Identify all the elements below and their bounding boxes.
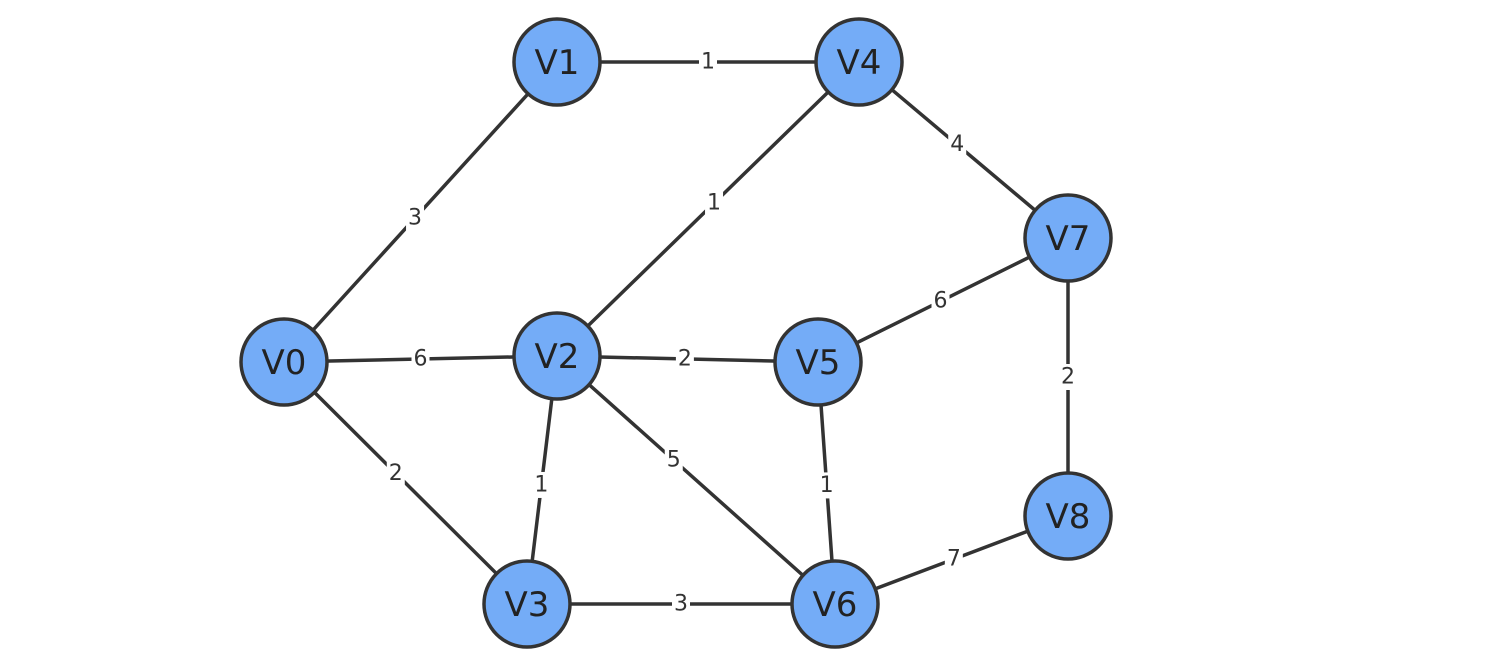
node-v0: V0 — [239, 317, 329, 407]
edge-weight-v2-v6: 5 — [664, 447, 683, 474]
edge-weight-label: 6 — [414, 347, 428, 372]
edge-weights-layer: 3 6 2 1 1 2 1 5 3 4 6 1 2 7 — [386, 49, 1077, 617]
edge-weight-label: 6 — [934, 289, 948, 314]
edge-v2-v6 — [555, 354, 837, 606]
edge-v0-v3 — [282, 360, 529, 606]
edge-weight-label: 1 — [707, 191, 721, 216]
edge-weight-v2-v4: 1 — [705, 190, 724, 217]
node-label: V0 — [262, 343, 307, 383]
node-v8: V8 — [1023, 471, 1113, 561]
node-circle — [773, 317, 863, 407]
node-v3: V3 — [482, 559, 572, 649]
edge-weight-background — [948, 131, 967, 158]
node-label: V7 — [1046, 219, 1091, 259]
edge-weight-v1-v4: 1 — [699, 49, 717, 75]
edge-weight-background — [664, 447, 683, 474]
node-circle — [1023, 193, 1113, 283]
edge-weight-v5-v6: 1 — [817, 472, 836, 499]
node-v4: V4 — [814, 17, 904, 107]
edge-weight-v0-v1: 3 — [406, 205, 425, 231]
node-v1: V1 — [512, 17, 602, 107]
node-circle — [512, 17, 602, 107]
edge-weight-v2-v5: 2 — [675, 345, 694, 372]
edge-weight-v2-v3: 1 — [532, 471, 551, 498]
node-circle — [790, 559, 880, 649]
edge-weight-v7-v8: 2 — [1059, 364, 1077, 390]
edge-weight-background — [931, 288, 950, 315]
node-v6: V6 — [790, 559, 880, 649]
node-circle — [1023, 471, 1113, 561]
edge-weight-v4-v7: 4 — [948, 131, 967, 158]
node-label: V2 — [535, 337, 580, 377]
edge-weight-label: 5 — [667, 448, 681, 473]
edge-weight-v0-v3: 2 — [386, 460, 405, 487]
edge-weight-label: 1 — [701, 50, 715, 75]
edge-weight-background — [411, 346, 430, 372]
edge-weight-v6-v8: 7 — [944, 546, 963, 573]
edge-weight-background — [386, 460, 405, 487]
edge-weight-label: 3 — [408, 206, 422, 231]
node-label: V4 — [837, 43, 882, 83]
edge-weight-background — [705, 190, 724, 217]
edge-weight-label: 2 — [389, 461, 403, 486]
edge-weight-background — [672, 591, 690, 617]
node-v5: V5 — [773, 317, 863, 407]
node-label: V5 — [796, 343, 841, 383]
edge-weight-label: 7 — [947, 547, 961, 572]
edge-weight-v3-v6: 3 — [672, 591, 690, 617]
node-label: V1 — [535, 43, 580, 83]
edge-weight-background — [406, 205, 425, 231]
edge-weight-label: 3 — [674, 592, 688, 617]
edge-weight-background — [699, 49, 717, 75]
edge-weight-label: 4 — [950, 132, 964, 157]
node-label: V6 — [813, 585, 858, 625]
node-v7: V7 — [1023, 193, 1113, 283]
edge-weight-label: 1 — [820, 473, 834, 498]
node-circle — [814, 17, 904, 107]
edge-weight-background — [944, 546, 963, 573]
node-label: V3 — [505, 585, 550, 625]
node-circle — [512, 311, 602, 401]
edge-weight-label: 2 — [1061, 365, 1075, 390]
node-circle — [239, 317, 329, 407]
edge-weight-background — [532, 471, 551, 498]
edge-weight-v5-v7: 6 — [931, 288, 950, 315]
edge-weight-background — [1059, 364, 1077, 390]
edge-weight-background — [675, 345, 694, 372]
node-circle — [482, 559, 572, 649]
edge-weight-label: 2 — [678, 346, 692, 371]
edge-weight-v0-v2: 6 — [411, 346, 430, 372]
edge-weight-background — [817, 472, 836, 499]
edge-weight-label: 1 — [534, 472, 548, 497]
node-v2: V2 — [512, 311, 602, 401]
node-label: V8 — [1046, 497, 1091, 537]
